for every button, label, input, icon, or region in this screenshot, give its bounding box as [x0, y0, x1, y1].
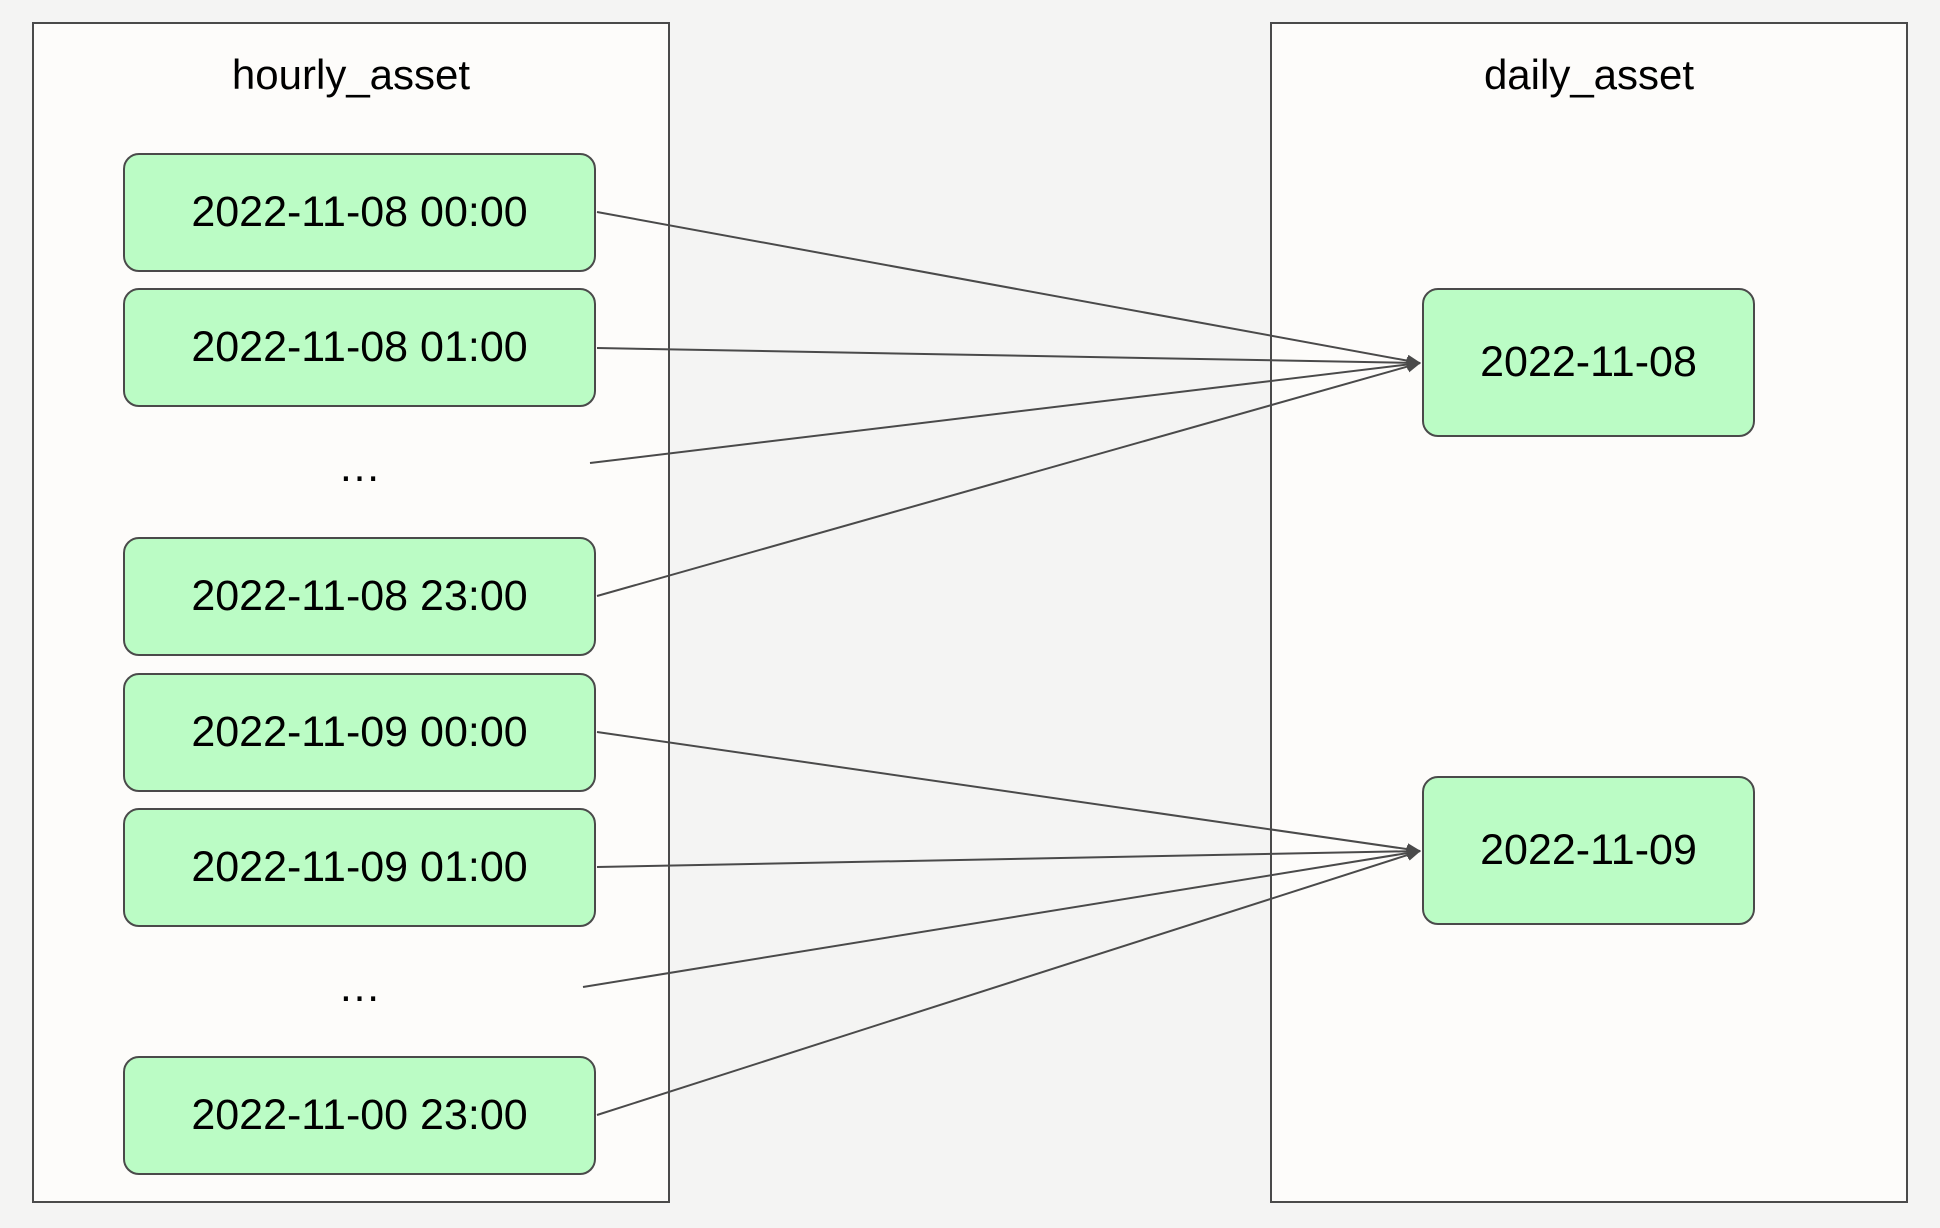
- daily-asset-title: daily_asset: [1483, 51, 1695, 98]
- hourly-partition-node[interactable]: 2022-11-09 00:00: [123, 673, 596, 792]
- hourly-asset-title: hourly_asset: [231, 51, 471, 98]
- daily-partition-node[interactable]: 2022-11-09: [1422, 776, 1755, 925]
- hourly-ellipsis: …: [338, 963, 381, 1011]
- hourly-partition-node[interactable]: 2022-11-00 23:00: [123, 1056, 596, 1175]
- hourly-partition-node[interactable]: 2022-11-08 01:00: [123, 288, 596, 407]
- daily-partition-node[interactable]: 2022-11-08: [1422, 288, 1755, 437]
- hourly-partition-node[interactable]: 2022-11-09 01:00: [123, 808, 596, 927]
- hourly-ellipsis: …: [338, 443, 381, 491]
- hourly-partition-node[interactable]: 2022-11-08 00:00: [123, 153, 596, 272]
- hourly-partition-node[interactable]: 2022-11-08 23:00: [123, 537, 596, 656]
- daily-asset-cluster: daily_asset: [1270, 22, 1908, 1203]
